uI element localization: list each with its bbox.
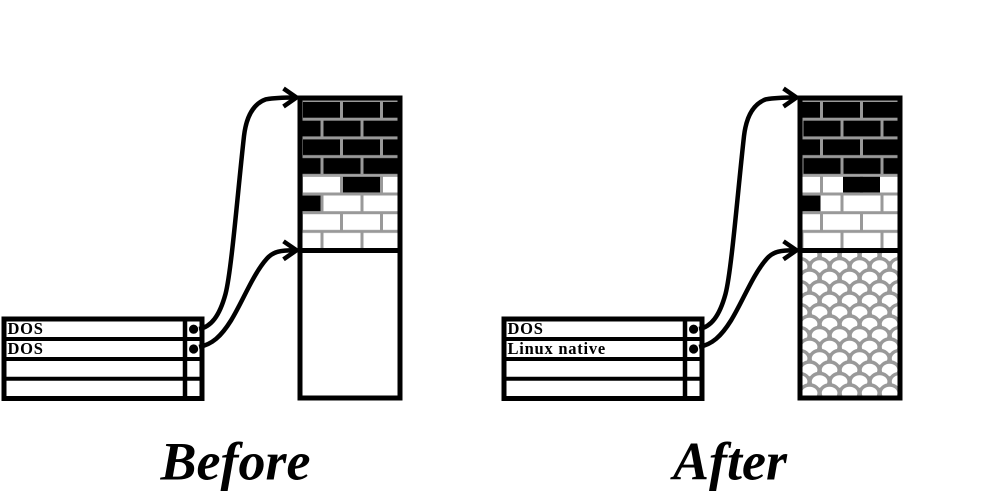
arrowhead-disk-top xyxy=(282,86,301,109)
disk-black-brick-left-edge xyxy=(802,195,821,212)
arrow-first-partition-to-disk-top xyxy=(198,95,295,332)
arrow-second-partition-to-disk-middle xyxy=(198,248,295,350)
arrowhead-disk-top xyxy=(782,86,801,109)
arrowhead-disk-middle xyxy=(782,239,801,262)
after-arrows xyxy=(698,86,801,350)
before-disk-bar xyxy=(297,95,403,401)
partition-row-label: DOS xyxy=(508,319,544,338)
partition-row-label: DOS xyxy=(8,319,44,338)
arrowhead-disk-middle xyxy=(282,239,301,262)
partition-marker-dot xyxy=(189,324,199,334)
after-disk-bar xyxy=(797,95,903,401)
disk-black-brick-in-white-row xyxy=(843,176,880,193)
partition-marker-dot xyxy=(189,344,199,354)
before-caption: Before xyxy=(160,432,311,492)
disk-black-brick-left-edge xyxy=(302,195,321,212)
partition-row-label: Linux native xyxy=(508,339,606,358)
before-partition-table: DOS DOS xyxy=(1,316,205,401)
disk-free-space xyxy=(302,253,398,396)
partition-row-label: DOS xyxy=(8,339,44,358)
disk-linux-partition-scales xyxy=(802,253,898,396)
disk-used-black-bricks xyxy=(802,100,898,176)
after-diagram: DOS Linux native xyxy=(501,86,903,492)
before-diagram: DOS DOS Before xyxy=(1,86,403,492)
before-arrows xyxy=(198,86,301,350)
partition-marker-dot xyxy=(689,324,699,334)
after-partition-table: DOS Linux native xyxy=(501,316,705,401)
disk-used-black-bricks xyxy=(302,100,398,176)
arrow-first-partition-to-disk-top xyxy=(698,95,795,332)
disk-black-brick-in-white-row xyxy=(343,176,380,193)
after-caption: After xyxy=(670,432,788,492)
arrow-second-partition-to-disk-middle xyxy=(698,248,795,350)
partition-marker-dot xyxy=(689,344,699,354)
